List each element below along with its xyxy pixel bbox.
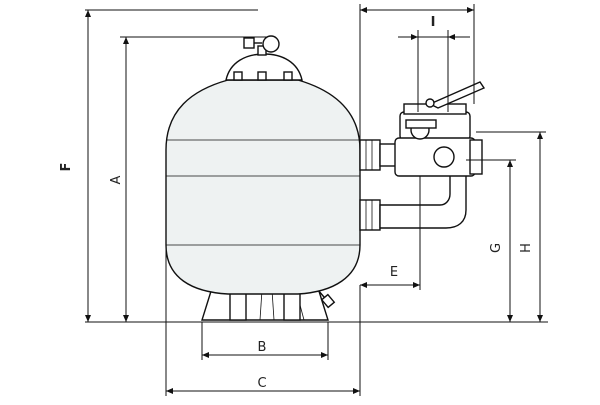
dimension-f-label: F [59, 163, 74, 172]
dimension-f-arrow-top [85, 10, 91, 17]
dimension-c-arrow-right [353, 388, 360, 394]
valve-outlet [469, 139, 483, 175]
lid-clamp [233, 71, 243, 81]
dimension-h-arrow-top [537, 132, 543, 139]
dimension-g-arrow-top [507, 160, 513, 167]
drain-valve [317, 289, 336, 309]
dimension-e-arrow-right [413, 282, 420, 288]
gauge-dial [262, 35, 280, 53]
dimension-b-arrow-right [321, 352, 328, 358]
dimension-e-label: E [390, 265, 398, 280]
dimension-a-arrow-top [123, 37, 129, 44]
dimension-b: B [201, 322, 329, 360]
handle-pivot [425, 98, 435, 108]
dimension-a: A [109, 36, 272, 322]
dimension-a-label: A [109, 175, 124, 184]
multiport-valve-assembly [359, 81, 486, 231]
dimension-h: H [476, 131, 546, 322]
dimension-g-label: G [489, 243, 504, 253]
lid-clamp [283, 71, 293, 81]
dimension-e: E [360, 176, 421, 290]
filter-tank [165, 35, 361, 321]
dimension-e-arrow-left [360, 282, 367, 288]
dimension-c-label: C [257, 376, 266, 391]
drain-plug [320, 293, 336, 309]
dimension-g: G [466, 159, 516, 322]
dimension-h-arrow-bottom [537, 315, 543, 322]
upper-union [359, 139, 381, 171]
dimension-b-label: B [258, 340, 267, 355]
valve-handle [428, 81, 486, 109]
air-release-valve [243, 37, 255, 49]
dimension-a-arrow-bottom [123, 315, 129, 322]
dimension-c: C [165, 245, 361, 396]
lower-union [359, 199, 381, 231]
valve-ring [405, 119, 437, 129]
dimension-i-arrow-left [411, 34, 418, 40]
base-rib [271, 289, 275, 321]
lower-pipe [379, 171, 467, 229]
dimension-b-arrow-left [202, 352, 209, 358]
tank-body [165, 79, 361, 295]
dimension-i-label: I [431, 15, 436, 30]
dimension-i-arrow-right [448, 34, 455, 40]
valve-port-lower [433, 146, 455, 168]
dimension-i: I [398, 15, 470, 112]
dimension-f: F [59, 9, 258, 322]
top-offset-arrow-right [467, 7, 474, 13]
base-rib [259, 289, 263, 321]
dimension-f-arrow-bottom [85, 315, 91, 322]
dimension-g-arrow-bottom [507, 315, 513, 322]
dimension-top-offset [359, 4, 475, 140]
dimension-c-arrow-left [166, 388, 173, 394]
lid-clamp [257, 71, 267, 81]
top-offset-arrow-left [360, 7, 367, 13]
dimension-h-label: H [519, 243, 534, 253]
pressure-gauge [243, 35, 280, 56]
